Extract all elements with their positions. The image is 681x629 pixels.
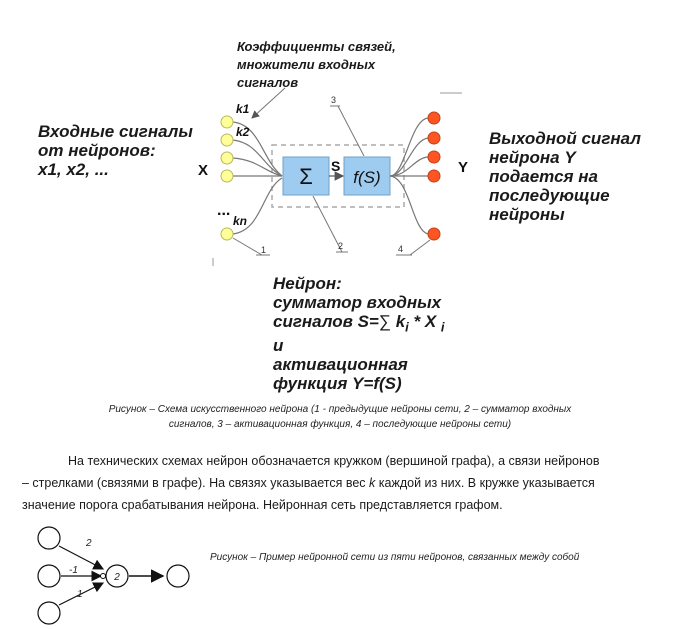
x-label: X xyxy=(198,162,208,179)
neuron-line: активационная xyxy=(273,355,408,375)
neuron-line: сумматор входных xyxy=(273,293,442,312)
body-paragraph: На технических схемах нейрон обозначаетс… xyxy=(22,450,662,516)
pointer-2 xyxy=(312,195,343,253)
coefficients-line: Коэффициенты связей, xyxy=(237,39,396,54)
input-connection-2 xyxy=(232,139,283,177)
input-node xyxy=(220,133,234,147)
weight-kn: kn xyxy=(233,214,247,228)
formula-prefix: сигналов S= xyxy=(273,312,379,331)
input-signals-label: Входные сигналы от нейронов: x1, x2, ... xyxy=(38,122,208,179)
neuron-line: и xyxy=(273,336,284,356)
neuron-diagram: Σ S f(S) k1 k2 ... kn xyxy=(38,38,669,430)
caption-line: сигналов, 3 – активационная функция, 4 –… xyxy=(168,419,512,430)
output-node xyxy=(427,150,441,164)
output-node xyxy=(427,111,441,125)
output-signal-line: Выходной сигнал xyxy=(489,129,641,148)
coefficients-line: сигналов xyxy=(237,75,299,90)
neuron-description: Нейрон: сумматор входных сигналов S=∑ ki… xyxy=(273,274,533,393)
number-2: 2 xyxy=(338,241,343,251)
paragraph-line: На технических схемах нейрон обозначаетс… xyxy=(68,454,600,468)
neuron-diagram-graphics: Σ S f(S) k1 k2 ... kn xyxy=(198,87,468,266)
input-connection-n xyxy=(232,177,283,235)
input-neuron xyxy=(37,601,61,625)
input-dots: ... xyxy=(217,202,230,219)
coefficients-label: Коэффициенты связей, множители входных с… xyxy=(237,38,447,92)
activation-function-label: f(S) xyxy=(353,168,380,187)
output-node xyxy=(427,227,441,241)
y-label: Y xyxy=(458,159,468,176)
caption-line: Рисунок – Схема искусственного нейрона (… xyxy=(108,404,572,415)
figure1-caption: Рисунок – Схема искусственного нейрона (… xyxy=(40,402,640,432)
formula-x-index: i xyxy=(440,319,445,335)
input-neuron xyxy=(37,526,61,550)
weight-k2: k2 xyxy=(236,125,250,139)
number-3: 3 xyxy=(331,95,336,105)
input-signals-line: Входные сигналы xyxy=(38,122,193,141)
input-node xyxy=(220,151,234,165)
edge-weight-top: 2 xyxy=(85,538,92,549)
output-connection xyxy=(389,175,429,235)
neuron-line: функция Y=f(S) xyxy=(273,374,402,394)
summator-block xyxy=(282,156,330,196)
paragraph-line: значение порога срабатывания нейрона. Не… xyxy=(22,498,503,512)
paragraph-line: – стрелками (связями в графе). На связях… xyxy=(22,472,662,494)
formula-k-index: i xyxy=(405,319,409,335)
output-signal-line: нейроны xyxy=(489,205,565,224)
formula-k: k xyxy=(395,312,406,331)
activation-block xyxy=(343,156,391,196)
pointer-3 xyxy=(337,105,365,157)
s-label: S xyxy=(331,158,340,174)
input-connection-3 xyxy=(232,157,283,177)
paragraph-k: k xyxy=(369,476,376,490)
formula-times-x: * X xyxy=(408,312,441,331)
center-neuron xyxy=(105,564,129,588)
output-neuron xyxy=(166,564,190,588)
output-connection xyxy=(389,117,429,177)
edge-top xyxy=(58,545,105,570)
input-signals-line: x1, x2, ... xyxy=(38,160,109,179)
coefficients-line: множители входных xyxy=(237,57,376,72)
center-neuron-threshold: 2 xyxy=(113,572,120,583)
output-signal-line: нейрона Y xyxy=(489,148,576,167)
paragraph-text: каждой из них. В кружке указывается xyxy=(375,476,595,490)
input-node xyxy=(220,115,234,129)
input-node xyxy=(220,227,234,241)
paragraph-text: – стрелками (связями в графе). На связях… xyxy=(22,476,370,490)
figure2-caption: Рисунок – Пример нейронной сети из пяти … xyxy=(210,552,580,563)
output-connection xyxy=(389,137,429,177)
edge-bottom xyxy=(58,582,105,606)
sum-symbol: Σ xyxy=(299,164,313,189)
pointer-coefficients xyxy=(251,87,286,119)
input-node xyxy=(220,169,234,183)
inhibitory-marker xyxy=(100,573,106,579)
edge-weight-middle: -1 xyxy=(69,565,78,576)
output-node xyxy=(427,169,441,183)
edge-weight-bottom: 1 xyxy=(77,589,83,600)
formula-sum-symbol: ∑ xyxy=(378,312,391,331)
number-1: 1 xyxy=(261,245,266,255)
output-signal-label: Выходной сигнал нейрона Y подается на по… xyxy=(489,129,669,224)
neuron-formula: сигналов S=∑ ki * X i xyxy=(273,312,533,336)
input-neuron xyxy=(37,564,61,588)
input-signals-line: от нейронов: xyxy=(38,141,156,160)
weight-k1: k1 xyxy=(236,102,250,116)
output-node xyxy=(427,131,441,145)
pointer-1 xyxy=(232,237,263,256)
pointer-4 xyxy=(409,239,431,256)
output-signal-line: подается на xyxy=(489,167,598,186)
number-4: 4 xyxy=(398,244,403,254)
output-signal-line: последующие xyxy=(489,186,610,205)
network-graph: 2 -1 1 2 xyxy=(37,526,190,625)
input-connection-1 xyxy=(232,121,283,177)
neuron-title: Нейрон: xyxy=(273,274,342,293)
